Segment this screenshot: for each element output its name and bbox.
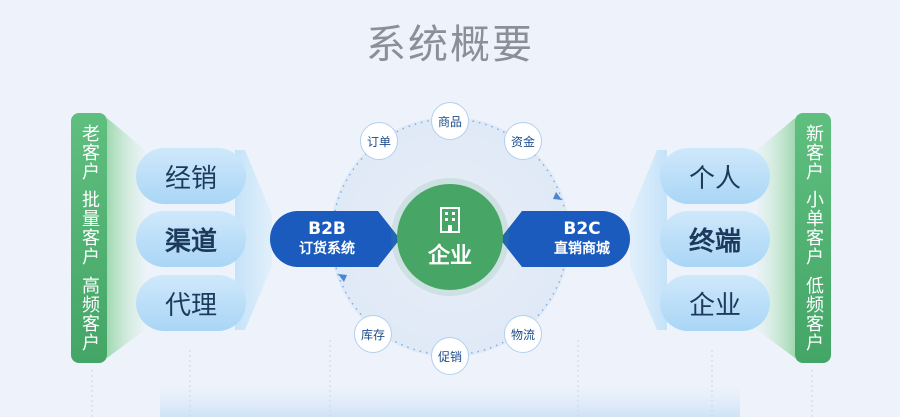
b2b-subtitle: 订货系统 <box>299 241 355 257</box>
node-order: 订单 <box>360 122 398 160</box>
left-side-label: 批量客户 <box>79 190 100 267</box>
b2b-tag: B2B 订货系统 <box>270 211 378 267</box>
b2c-title: B2C <box>563 219 601 239</box>
pill-channel: 渠道 <box>136 211 246 267</box>
pill-distributor: 经销 <box>136 148 246 204</box>
pill-individual: 个人 <box>660 148 770 204</box>
left-side-label: 高频客户 <box>79 276 100 353</box>
right-customer-bar: 新客户 小单客户 低频客户 <box>795 113 831 363</box>
left-customer-bar: 老客户 批量客户 高频客户 <box>71 113 107 363</box>
b2c-arrow-icon <box>500 211 522 267</box>
node-inventory: 库存 <box>354 315 392 353</box>
left-side-label: 老客户 <box>79 123 100 181</box>
center-enterprise: 企业 <box>397 184 503 290</box>
page-title: 系统概要 <box>366 22 534 68</box>
node-funds: 资金 <box>504 122 542 160</box>
pill-agent: 代理 <box>136 275 246 331</box>
node-logistics: 物流 <box>504 315 542 353</box>
b2b-arrow-icon <box>378 211 400 267</box>
node-product: 商品 <box>431 102 469 140</box>
building-icon <box>440 207 460 233</box>
b2c-tag: B2C 直销商城 <box>522 211 630 267</box>
pill-terminal: 终端 <box>660 211 770 267</box>
right-side-label: 新客户 <box>803 123 824 181</box>
pill-enterprise: 企业 <box>660 275 770 331</box>
b2b-title: B2B <box>308 219 346 239</box>
right-side-label: 低频客户 <box>803 276 824 353</box>
node-promotion: 促销 <box>431 337 469 375</box>
center-label: 企业 <box>427 244 472 269</box>
right-side-label: 小单客户 <box>803 190 824 267</box>
b2c-subtitle: 直销商城 <box>554 241 610 257</box>
